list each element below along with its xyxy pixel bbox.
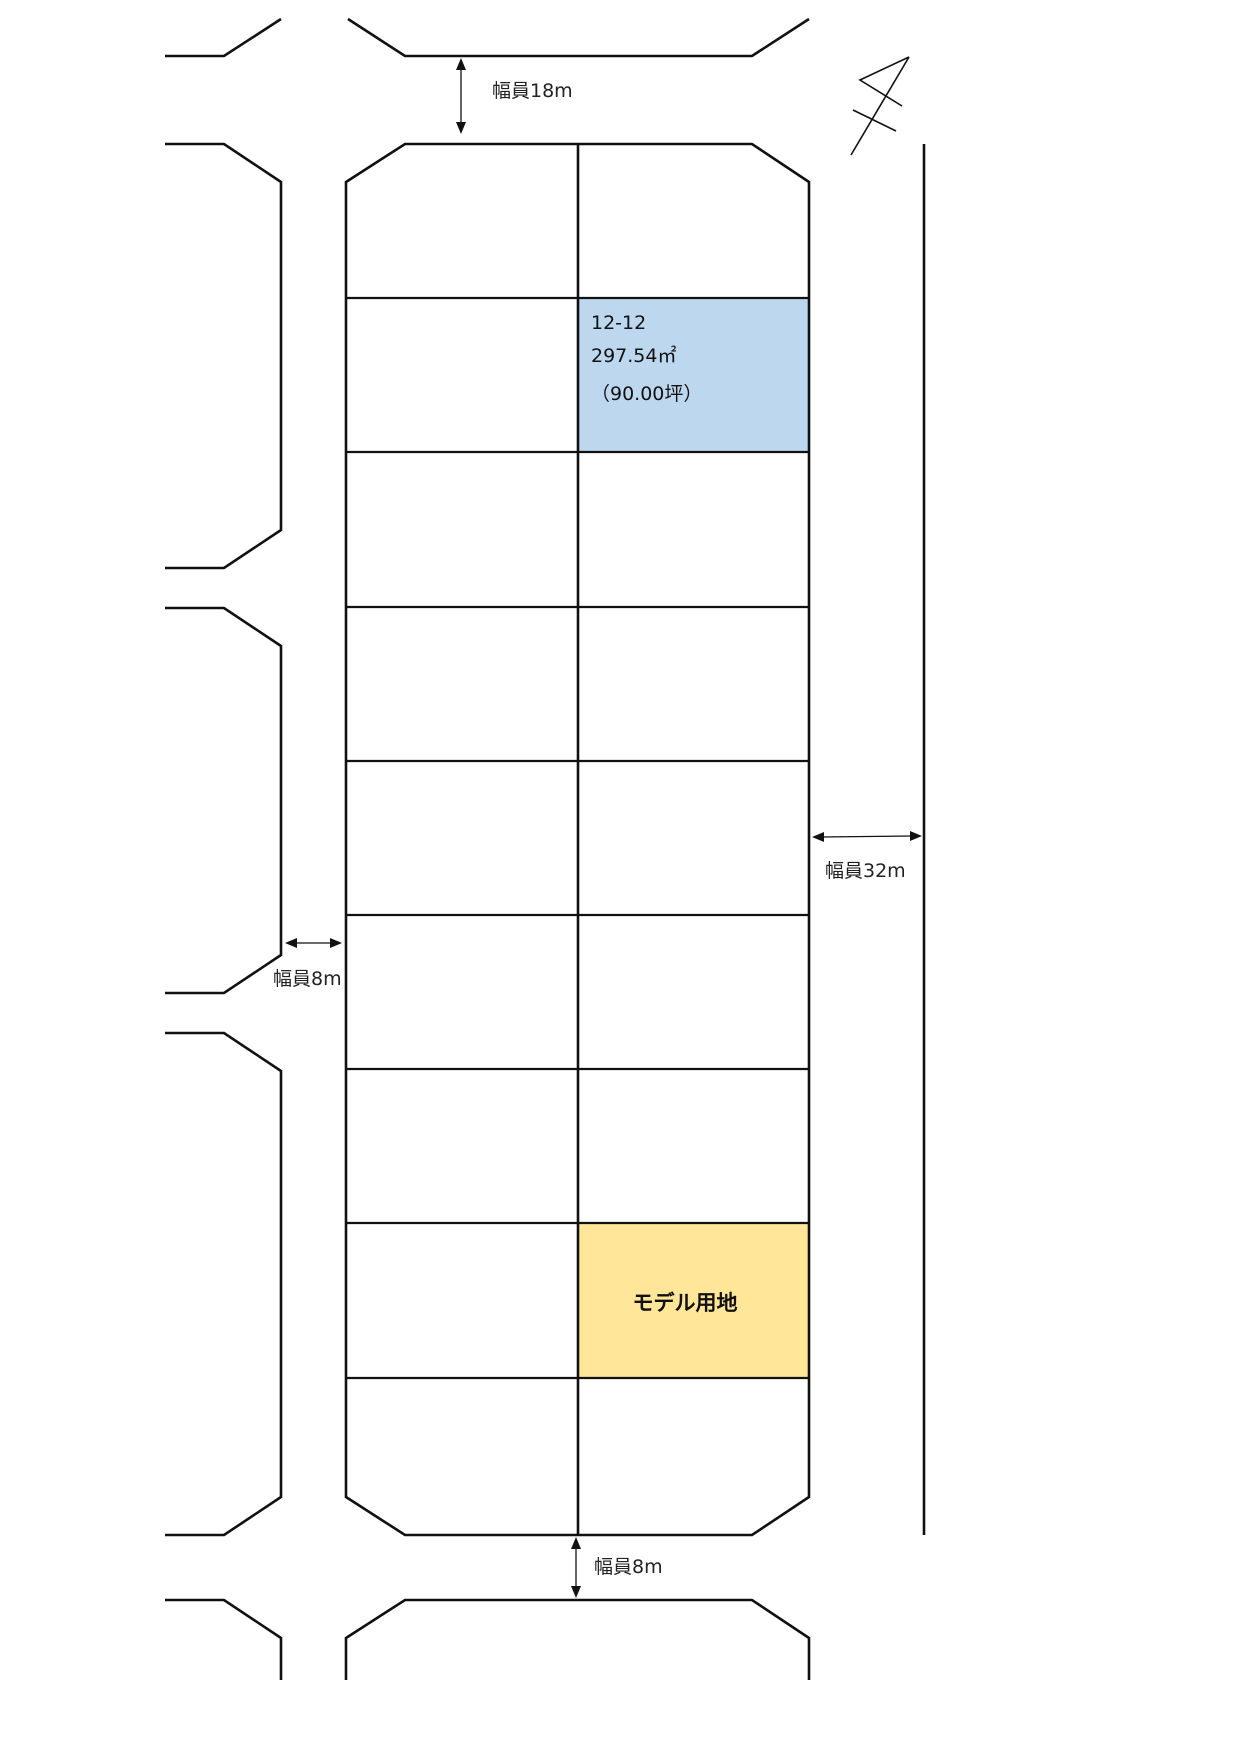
north-road-dimension [456,58,466,134]
top-left-block-edge [165,17,282,58]
south-road-dimension [571,1537,581,1598]
east-road-dimension [812,831,922,842]
lot-area: 297.54㎡ [591,344,676,367]
lot-r3-c2[interactable] [578,452,809,607]
top-center-block-edge [347,17,810,58]
lot-r8-c1[interactable] [346,1223,578,1378]
highlighted-lot[interactable] [578,298,809,452]
main-block-outline [344,142,811,1537]
lot-r7-c2[interactable] [578,1069,809,1223]
north-road-width: 幅員18m [492,80,573,102]
neighbor-blocks [165,17,926,1680]
lot-r5-c1[interactable] [346,761,578,915]
lot-r1-c2[interactable] [578,144,809,298]
model-lot-label: モデル用地 [633,1291,738,1315]
left-block-1 [165,142,283,570]
east-road-width: 幅員32m [825,860,906,882]
left-block-3 [165,1031,283,1537]
lot-r6-c1[interactable] [346,915,578,1069]
lot-r6-c2[interactable] [578,915,809,1069]
lot-row-dividers [346,296,809,1380]
lot-r3-c1[interactable] [346,452,578,607]
lot-number: 12-12 [591,312,646,334]
lot-r9-c2[interactable] [578,1378,809,1535]
south-road-width: 幅員8m [594,1556,663,1578]
lot-r4-c1[interactable] [346,607,578,761]
lot-r7-c1[interactable] [346,1069,578,1223]
lot-tsubo: （90.00坪） [591,383,702,405]
left-block-2 [165,606,283,995]
west-road-width: 幅員8m [273,968,342,990]
west-road-dimension [285,938,342,948]
lot-r4-c2[interactable] [578,607,809,761]
lot-r9-c1[interactable] [346,1378,578,1535]
lot-r1-c1[interactable] [346,144,578,298]
north-arrow-icon [850,56,910,156]
lot-grid [346,144,809,1535]
lot-r2-c1[interactable] [346,298,578,452]
lot-r5-c2[interactable] [578,761,809,915]
model-lot[interactable] [578,1223,809,1378]
bottom-center-block-edge [344,1598,811,1680]
bottom-left-block-edge [165,1598,283,1680]
